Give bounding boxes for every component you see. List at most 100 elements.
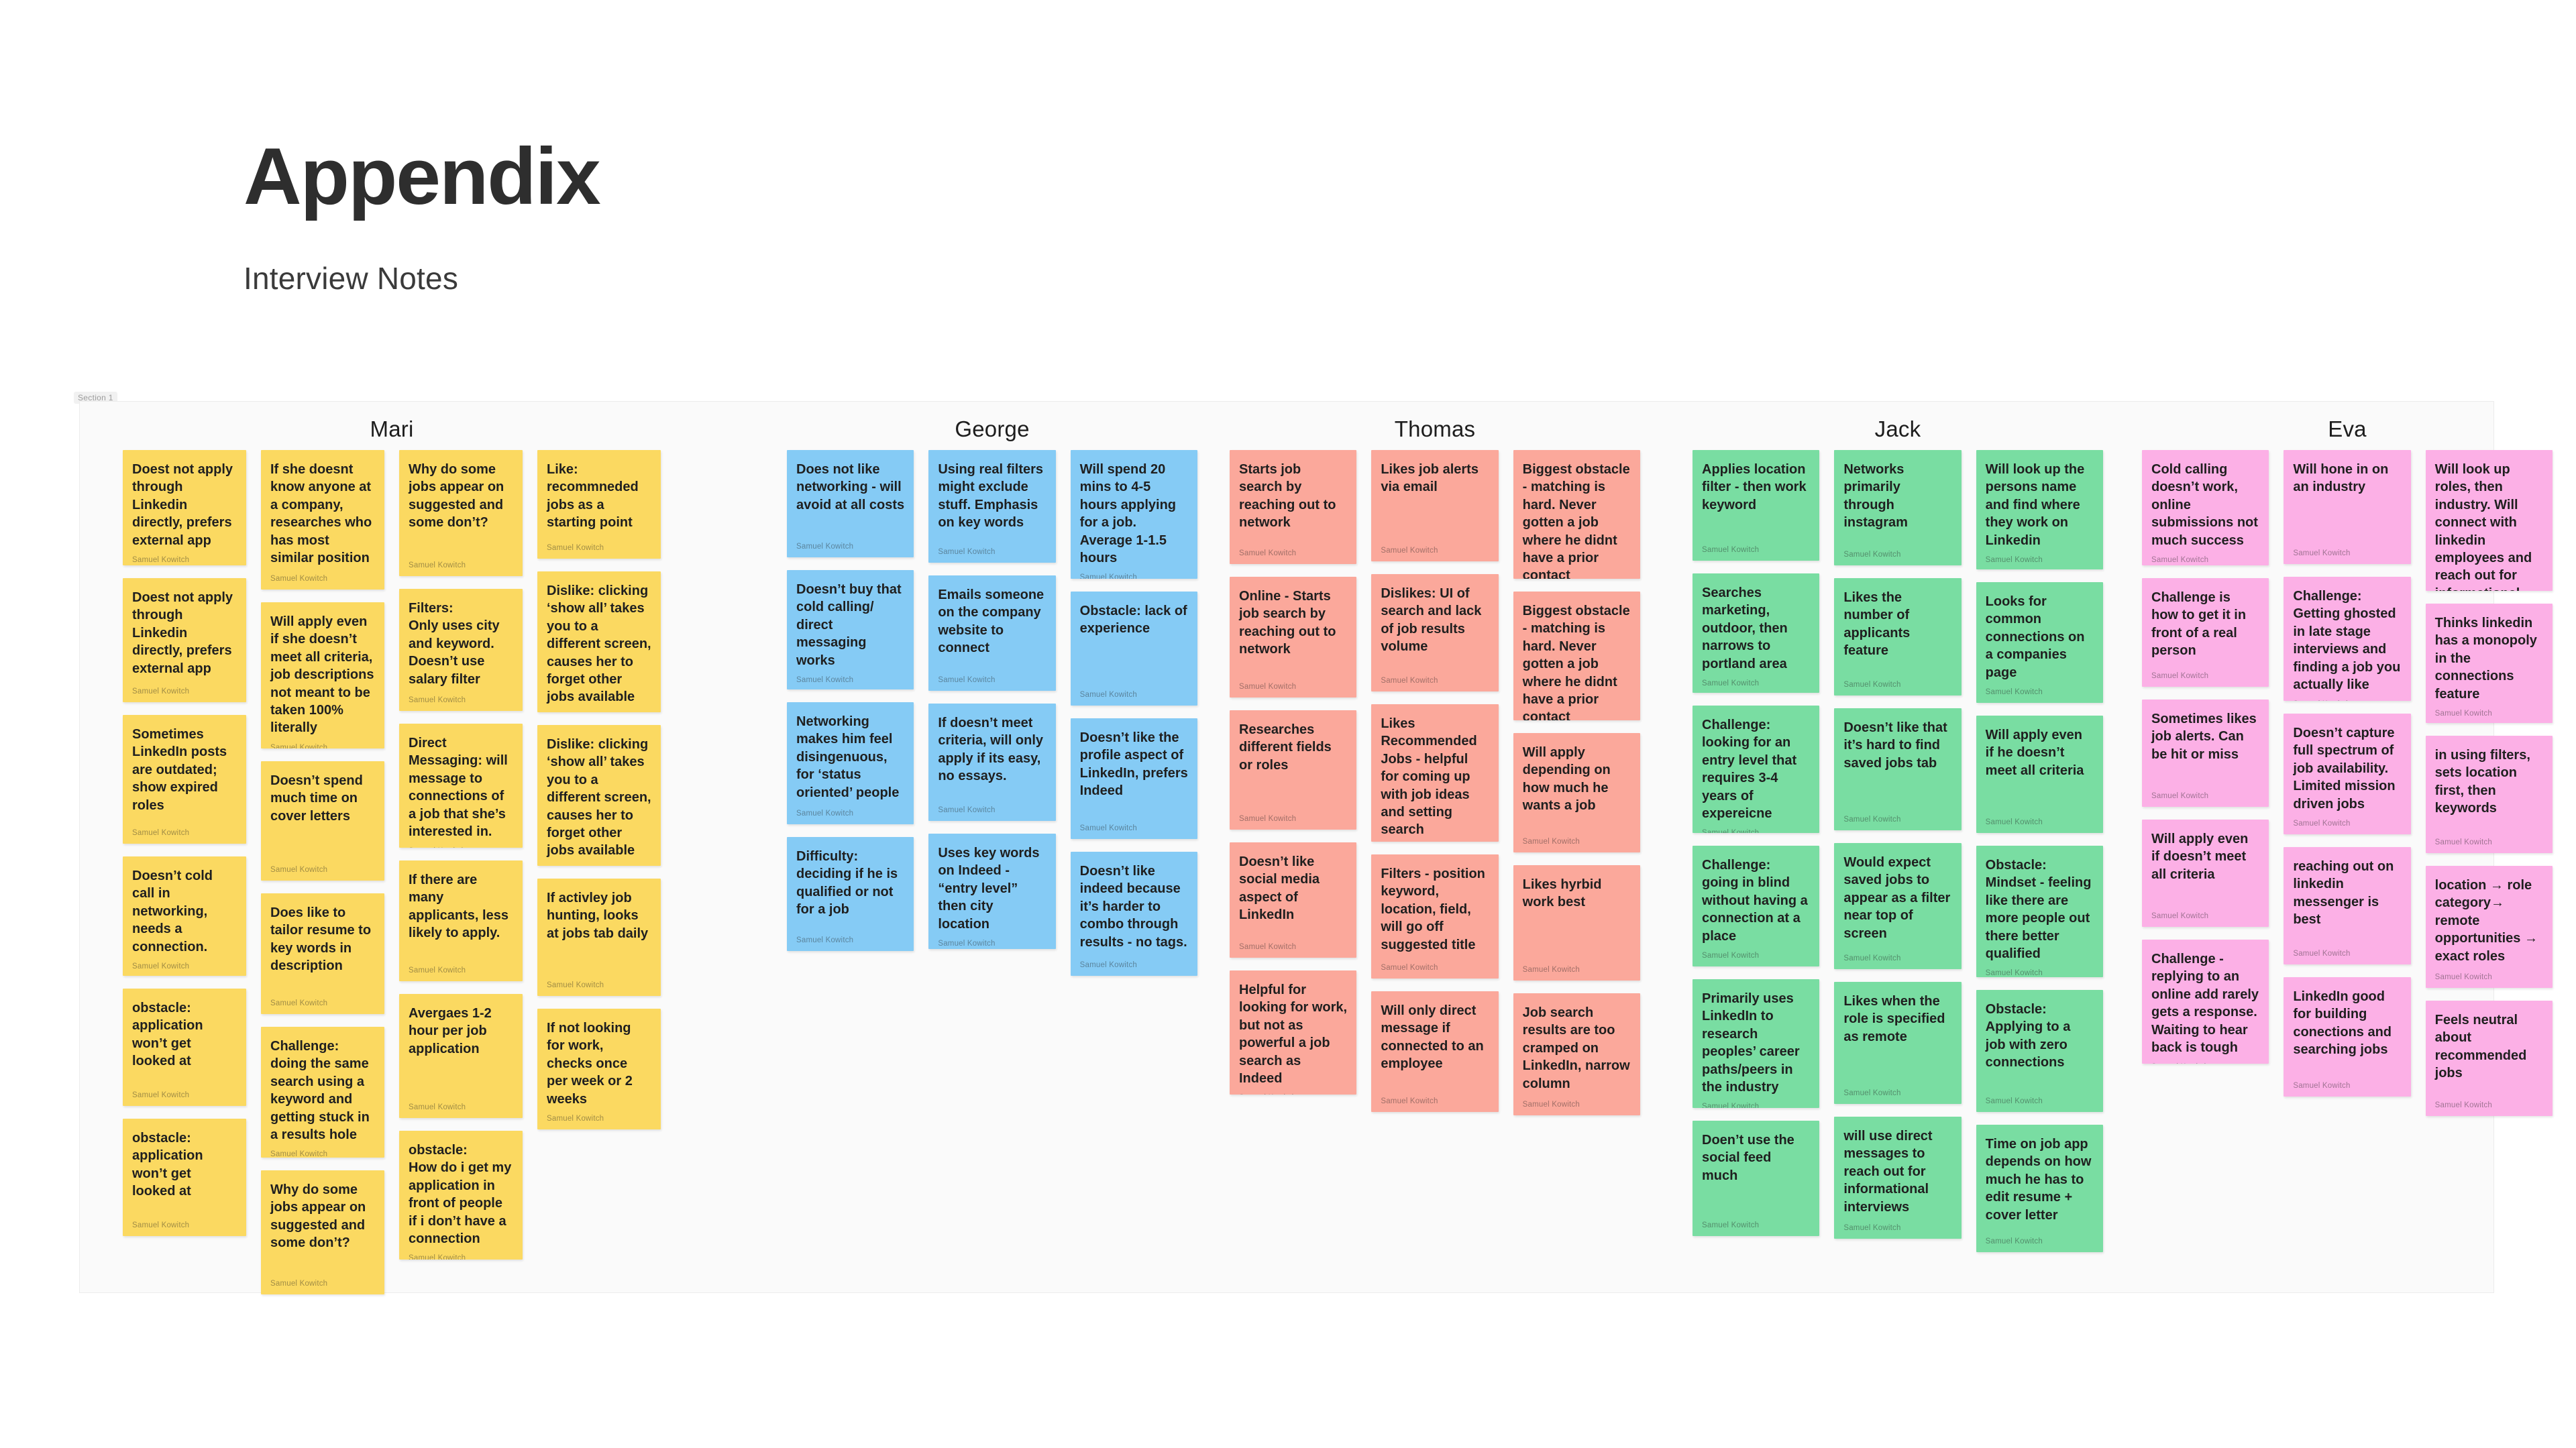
- sticky-note[interactable]: Doesn’t like the profile aspect of Linke…: [1070, 718, 1197, 839]
- sticky-note[interactable]: If activley job hunting, looks at jobs t…: [537, 879, 661, 996]
- sticky-note[interactable]: Likes Recommended Jobs - helpful for com…: [1371, 704, 1499, 842]
- sticky-note[interactable]: Job search results are too cramped on Li…: [1513, 993, 1640, 1115]
- sticky-note[interactable]: obstacle: How do i get my application in…: [399, 1131, 523, 1260]
- sticky-note-text: LinkedIn good for building conections an…: [2293, 989, 2396, 1058]
- sticky-note[interactable]: Using real filters might exclude stuff. …: [928, 450, 1056, 563]
- sticky-note[interactable]: Time on job app depends on how much he h…: [1976, 1125, 2103, 1252]
- sticky-note[interactable]: Dislike: clicking ‘show all’ takes you t…: [537, 571, 661, 712]
- sticky-note[interactable]: Does like to tailor resume to key words …: [261, 893, 384, 1014]
- sticky-note[interactable]: Challenge: looking for an entry level th…: [1693, 706, 1820, 833]
- sticky-note[interactable]: Doesn’t like that it’s hard to find save…: [1834, 708, 1962, 830]
- sticky-note[interactable]: Starts job search by reaching out to net…: [1230, 450, 1357, 564]
- sticky-note-author: Samuel Kowitch: [1985, 555, 2043, 564]
- sticky-note[interactable]: Direct Messaging: will message to connec…: [399, 724, 523, 848]
- sticky-note[interactable]: If not looking for work, checks once per…: [537, 1009, 661, 1129]
- sticky-note[interactable]: Doesn’t like social media aspect of Link…: [1230, 842, 1357, 958]
- sticky-note[interactable]: If there are many applicants, less likel…: [399, 860, 523, 981]
- sticky-note[interactable]: Sometimes LinkedIn posts are outdated; s…: [123, 715, 246, 844]
- sticky-note[interactable]: Will apply even if she doesn’t meet all …: [261, 602, 384, 748]
- sticky-note[interactable]: If doesn’t meet criteria, will only appl…: [928, 704, 1056, 821]
- sticky-note[interactable]: Obstacle: Applying to a job with zero co…: [1976, 990, 2103, 1112]
- sticky-note[interactable]: Filters - position keyword, location, fi…: [1371, 854, 1499, 979]
- sticky-note[interactable]: Challenge: doing the same search using a…: [261, 1027, 384, 1158]
- sticky-note[interactable]: Like: recommneded jobs as a starting poi…: [537, 450, 661, 559]
- sticky-note[interactable]: Will only direct message if connected to…: [1371, 991, 1499, 1112]
- sticky-note[interactable]: Difficulty: deciding if he is qualified …: [787, 837, 914, 951]
- sticky-note[interactable]: Emails someone on the company website to…: [928, 575, 1056, 691]
- sticky-note-author: Samuel Kowitch: [1239, 683, 1297, 691]
- sticky-note[interactable]: Biggest obstacle - matching is hard. Nev…: [1513, 592, 1640, 720]
- sticky-note[interactable]: Primarily uses LinkedIn to research peop…: [1693, 979, 1820, 1108]
- sticky-note[interactable]: LinkedIn good for building conections an…: [2284, 977, 2411, 1097]
- sticky-note[interactable]: Will look up the persons name and find w…: [1976, 450, 2103, 569]
- sticky-note[interactable]: Will look up roles, then industry. Will …: [2425, 450, 2553, 591]
- sticky-note-author: Samuel Kowitch: [1381, 964, 1438, 972]
- sticky-note[interactable]: Uses key words on Indeed - “entry level”…: [928, 834, 1056, 949]
- sticky-note[interactable]: Online - Starts job search by reaching o…: [1230, 577, 1357, 698]
- sticky-note-author: Samuel Kowitch: [132, 962, 190, 970]
- sticky-note[interactable]: Likes when the role is specified as remo…: [1834, 982, 1962, 1104]
- sticky-note[interactable]: If she doesnt know anyone at a company, …: [261, 450, 384, 590]
- sticky-note-author: Samuel Kowitch: [270, 1150, 328, 1158]
- sticky-note[interactable]: Doesn’t capture full spectrum of job ava…: [2284, 714, 2411, 834]
- sticky-note[interactable]: Doest not apply through Linkedin directl…: [123, 450, 246, 565]
- group-title-george: George: [955, 416, 1030, 441]
- sticky-note[interactable]: obstacle: application won’t get looked a…: [123, 1119, 246, 1236]
- sticky-note[interactable]: Will spend 20 mins to 4-5 hours applying…: [1070, 450, 1197, 579]
- sticky-note[interactable]: Doesn’t spend much time on cover letters…: [261, 761, 384, 881]
- sticky-note[interactable]: Obstacle: Mindset - feeling like there a…: [1976, 846, 2103, 977]
- sticky-note[interactable]: Challenge: going in blind without having…: [1693, 846, 1820, 966]
- sticky-note[interactable]: Doesn’t cold call in networking, needs a…: [123, 856, 246, 976]
- sticky-note[interactable]: Networking makes him feel disingenuous, …: [787, 702, 914, 824]
- sticky-note[interactable]: Helpful for looking for work, but not as…: [1230, 970, 1357, 1095]
- sticky-note[interactable]: Doesn’t buy that cold calling/ direct me…: [787, 570, 914, 689]
- sticky-note[interactable]: reaching out on linkedin messenger is be…: [2284, 847, 2411, 964]
- sticky-note-author: Samuel Kowitch: [1381, 547, 1438, 555]
- sticky-note-text: Doesn’t spend much time on cover letters: [270, 773, 367, 824]
- sticky-note[interactable]: Applies location filter - then work keyw…: [1693, 450, 1820, 561]
- sticky-note-author: Samuel Kowitch: [2151, 912, 2209, 920]
- sticky-note-text: Obstacle: Mindset - feeling like there a…: [1985, 858, 2096, 961]
- sticky-note[interactable]: Does not like networking - will avoid at…: [787, 450, 914, 557]
- sticky-note[interactable]: Why do some jobs appear on suggested and…: [399, 450, 523, 576]
- sticky-note[interactable]: Will apply depending on how much he want…: [1513, 733, 1640, 852]
- sticky-note[interactable]: Thinks linkedin has a monopoly in the co…: [2425, 604, 2553, 723]
- sticky-note-author: Samuel Kowitch: [1843, 1224, 1901, 1232]
- sticky-note[interactable]: Looks for common connections on a compan…: [1976, 582, 2103, 703]
- sticky-note[interactable]: Doesn’t like indeed because it’s harder …: [1070, 852, 1197, 976]
- sticky-note[interactable]: location → role category→ remote opportu…: [2425, 866, 2553, 988]
- sticky-note[interactable]: Challenge - replying to an online add ra…: [2142, 940, 2269, 1064]
- sticky-note-text: Dislike: clicking ‘show all’ takes you t…: [547, 583, 655, 705]
- sticky-note[interactable]: obstacle: application won’t get looked a…: [123, 989, 246, 1106]
- sticky-note-text: Does not like networking - will avoid at…: [796, 462, 906, 512]
- sticky-note[interactable]: Dislike: clicking ‘show all’ takes you t…: [537, 725, 661, 866]
- sticky-note[interactable]: Sometimes likes job alerts. Can be hit o…: [2142, 700, 2269, 807]
- sticky-note-author: Samuel Kowitch: [2434, 838, 2492, 846]
- sticky-note[interactable]: Dislikes: UI of search and lack of job r…: [1371, 574, 1499, 691]
- sticky-note[interactable]: Will apply even if doesn’t meet all crit…: [2142, 820, 2269, 927]
- sticky-note[interactable]: in using filters, sets location first, t…: [2425, 736, 2553, 853]
- sticky-note-text: Doesn’t buy that cold calling/ direct me…: [796, 582, 906, 668]
- sticky-note[interactable]: Challenge: Getting ghosted in late stage…: [2284, 577, 2411, 701]
- sticky-note[interactable]: Would expect saved jobs to appear as a f…: [1834, 843, 1962, 969]
- sticky-note[interactable]: Doest not apply through Linkedin directl…: [123, 578, 246, 702]
- sticky-note[interactable]: Why do some jobs appear on suggested and…: [261, 1170, 384, 1294]
- sticky-note[interactable]: Cold calling doesn’t work, online submis…: [2142, 450, 2269, 565]
- sticky-note[interactable]: Biggest obstacle - matching is hard. Nev…: [1513, 450, 1640, 579]
- sticky-note[interactable]: Will apply even if he doesn’t meet all c…: [1976, 716, 2103, 833]
- sticky-note[interactable]: Filters: Only uses city and keyword. Doe…: [399, 589, 523, 711]
- sticky-note[interactable]: will use direct messages to reach out fo…: [1834, 1117, 1962, 1239]
- sticky-note[interactable]: Searches marketing, outdoor, then narrow…: [1693, 573, 1820, 693]
- sticky-note[interactable]: Challenge is how to get it in front of a…: [2142, 578, 2269, 687]
